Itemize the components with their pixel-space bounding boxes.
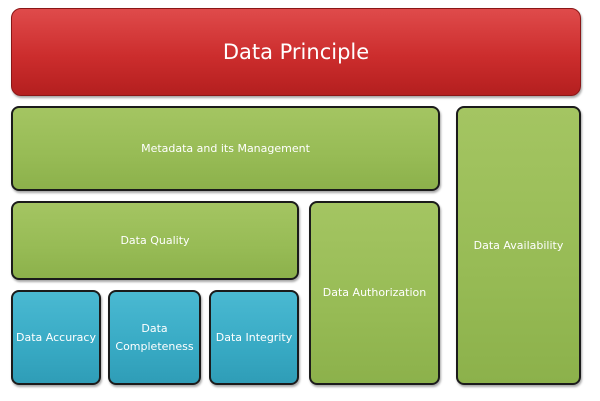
availability-label: Data Availability: [473, 238, 564, 252]
metadata-label: Metadata and its Management: [141, 141, 310, 155]
quality-label: Data Quality: [120, 233, 190, 247]
box-data-availability: Data Availability: [456, 106, 581, 385]
box-data-quality: Data Quality: [11, 201, 299, 280]
authorization-label: Data Authorization: [322, 286, 427, 300]
accuracy-label: Data Accuracy: [16, 330, 96, 344]
title-box-data-principle: Data Principle: [11, 8, 581, 96]
box-data-integrity: Data Integrity: [209, 290, 299, 385]
title-text: Data Principle: [222, 39, 370, 64]
box-data-completeness: Data Completeness: [108, 290, 201, 385]
box-data-authorization: Data Authorization: [309, 201, 440, 385]
box-metadata-management: Metadata and its Management: [11, 106, 440, 191]
box-data-accuracy: Data Accuracy: [11, 290, 101, 385]
integrity-label: Data Integrity: [215, 330, 293, 344]
completeness-label: Data Completeness: [115, 322, 194, 353]
